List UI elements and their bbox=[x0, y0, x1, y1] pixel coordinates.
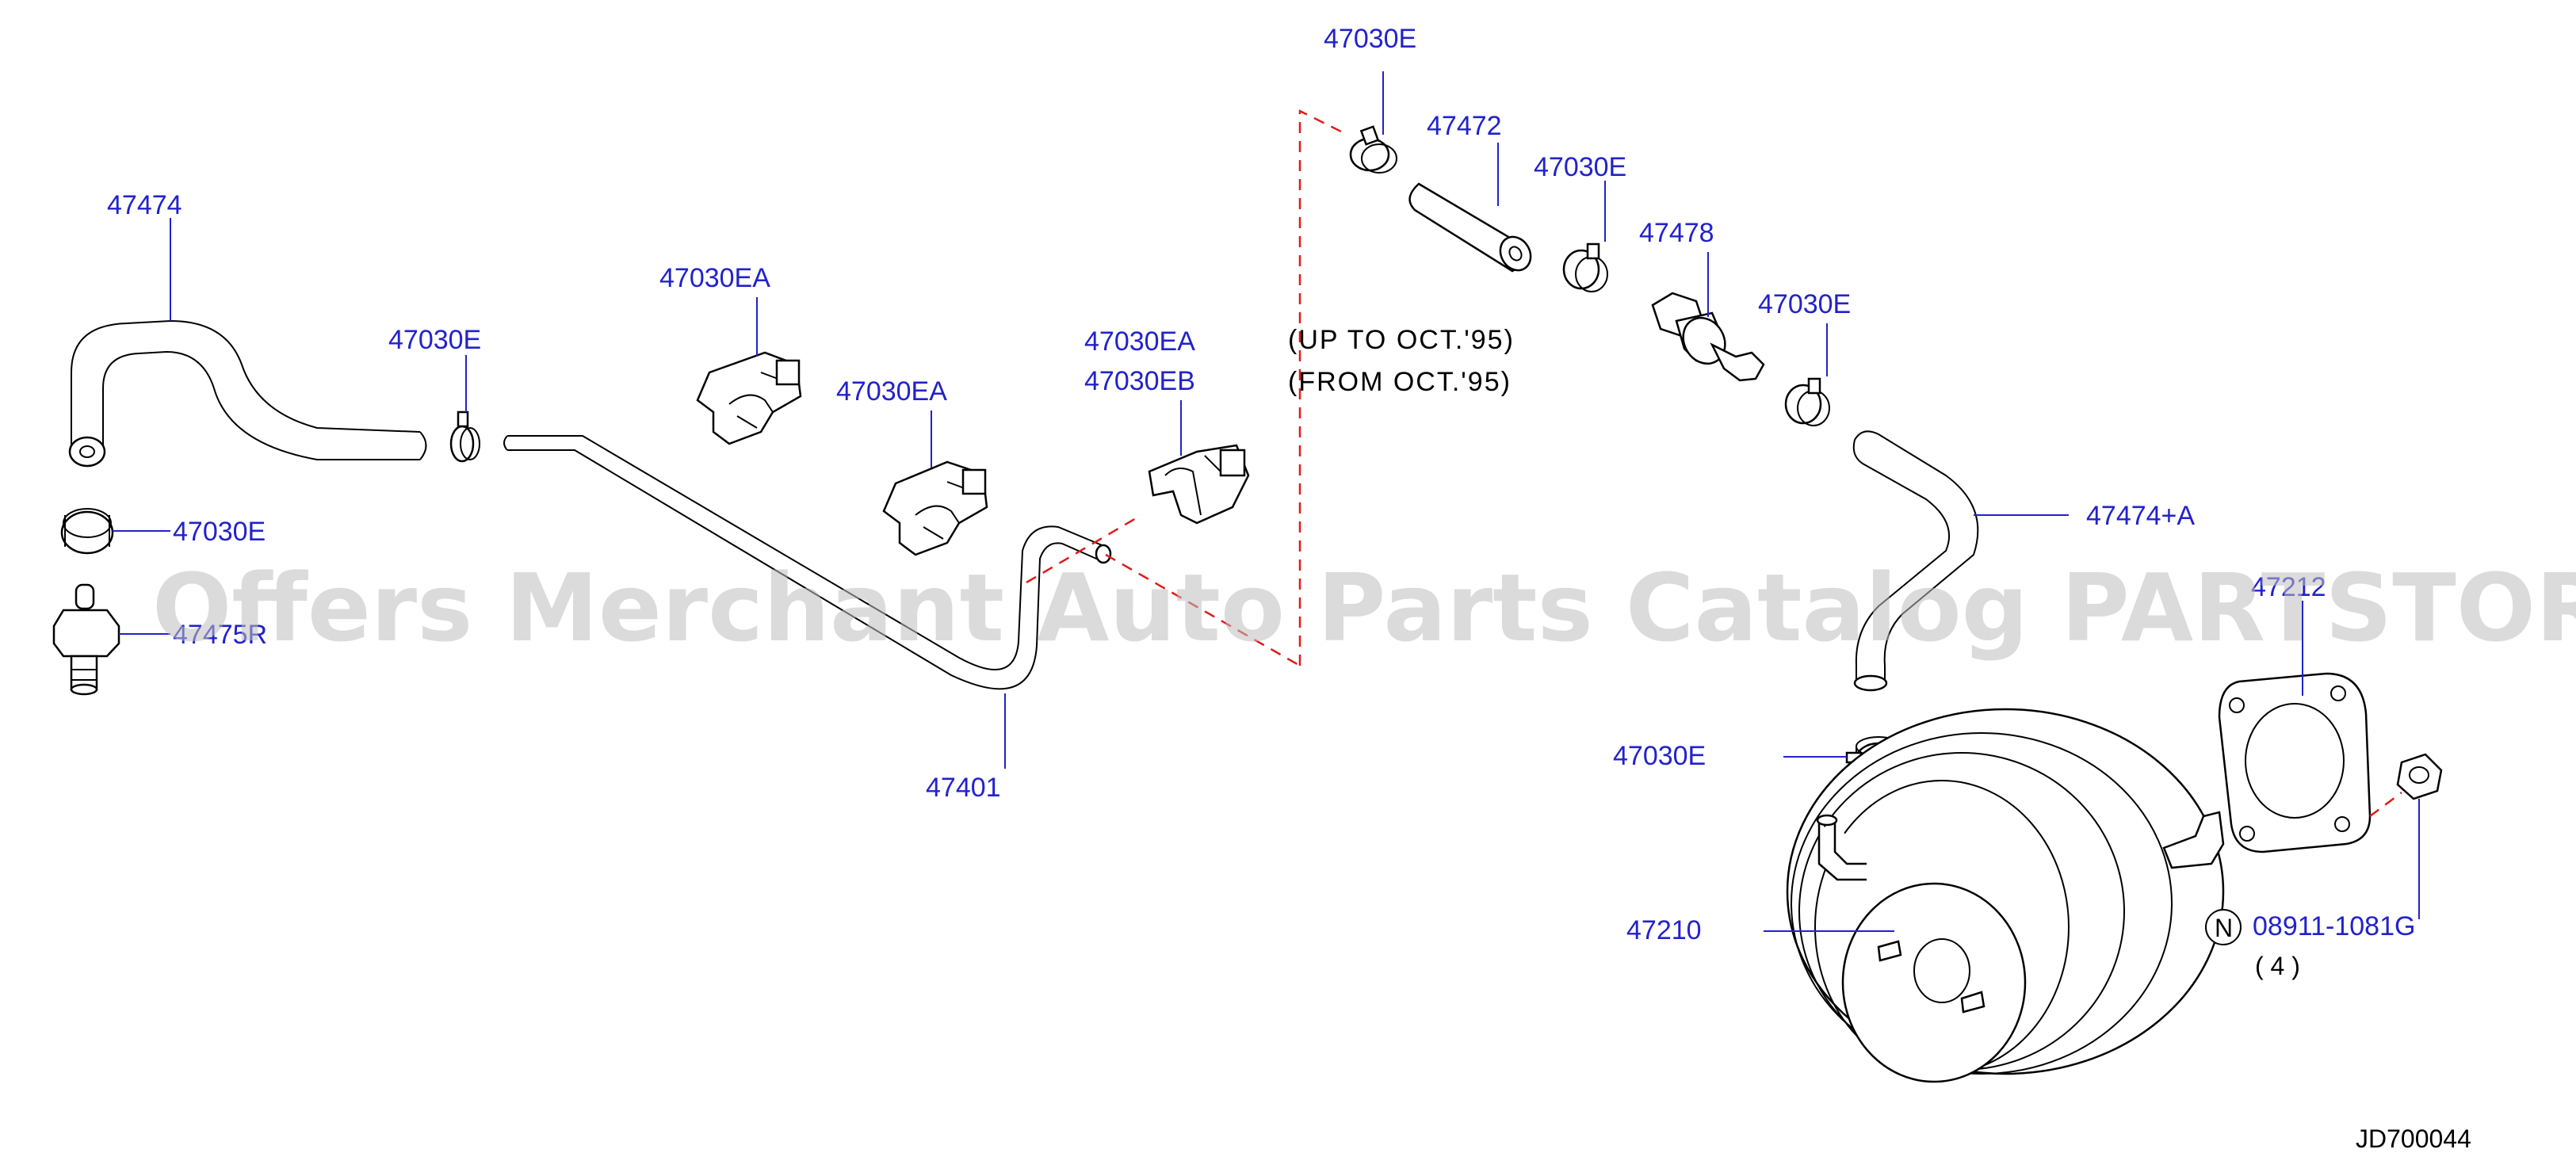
diagram-code: JD700044 bbox=[2356, 1124, 2471, 1153]
clamp-47030E-d[interactable] bbox=[1784, 377, 1830, 426]
gasket-47212[interactable] bbox=[2218, 672, 2372, 853]
brake-booster-47210[interactable] bbox=[1786, 708, 2225, 1083]
label-47030EA-b: 47030EA bbox=[836, 376, 947, 407]
label-47030E-d: 47030E bbox=[1758, 289, 1851, 319]
valve-47475R[interactable] bbox=[52, 583, 120, 696]
clamp-47030E-top[interactable] bbox=[1349, 125, 1397, 174]
label-47474: 47474 bbox=[107, 190, 182, 220]
label-47475R: 47475R bbox=[173, 620, 267, 650]
n-symbol: N bbox=[2205, 909, 2242, 945]
label-47210: 47210 bbox=[1626, 915, 1702, 945]
valve-47478[interactable] bbox=[1651, 292, 1765, 382]
gasket-to-nut-dash bbox=[2369, 792, 2402, 817]
label-47474A: 47474+A bbox=[2086, 501, 2195, 531]
label-08911-1081G: 08911-1081G bbox=[2253, 911, 2415, 941]
clamp-47030E-c[interactable] bbox=[1562, 242, 1608, 292]
label-47030EB: 47030EB bbox=[1084, 366, 1195, 396]
label-47030E-c: 47030E bbox=[1534, 152, 1626, 182]
label-47030E-top: 47030E bbox=[1324, 24, 1416, 54]
tube-47401[interactable] bbox=[503, 435, 1112, 690]
watermark-text: Offers Merchant Auto Parts Catalog PARTS… bbox=[152, 553, 2576, 662]
label-47030E-e: 47030E bbox=[1613, 741, 1706, 771]
label-47030E-small: 47030E bbox=[388, 325, 481, 355]
label-47401: 47401 bbox=[926, 773, 1001, 803]
label-47030EA-c: 47030EA bbox=[1084, 326, 1195, 357]
label-47472: 47472 bbox=[1427, 111, 1502, 141]
label-47212: 47212 bbox=[2251, 572, 2326, 602]
clip-47030EA-a[interactable] bbox=[696, 351, 802, 445]
clip-47030EA-b[interactable] bbox=[882, 460, 988, 556]
note-up-to-oct95: (UP TO OCT.'95) bbox=[1288, 325, 1515, 355]
label-47478: 47478 bbox=[1639, 218, 1714, 248]
label-47030EA-a: 47030EA bbox=[659, 263, 770, 293]
hose-47474[interactable] bbox=[68, 319, 427, 468]
clamp-47030E-small[interactable] bbox=[449, 410, 480, 463]
label-47030E-left: 47030E bbox=[173, 517, 266, 547]
label-quantity: ( 4 ) bbox=[2255, 952, 2300, 980]
routing-dash-lower bbox=[1026, 514, 1142, 584]
note-from-oct95: (FROM OCT.'95) bbox=[1288, 367, 1512, 397]
n-symbol-text: N bbox=[2215, 914, 2233, 942]
routing-dash-vertical bbox=[1298, 109, 1348, 666]
hose-47474A[interactable] bbox=[1852, 430, 1979, 692]
hose-47472[interactable] bbox=[1408, 182, 1537, 276]
clip-47030EA-EB[interactable] bbox=[1148, 444, 1250, 525]
nut-08911-1081G[interactable] bbox=[2396, 753, 2443, 800]
clamp-47030E-left[interactable] bbox=[60, 508, 114, 555]
